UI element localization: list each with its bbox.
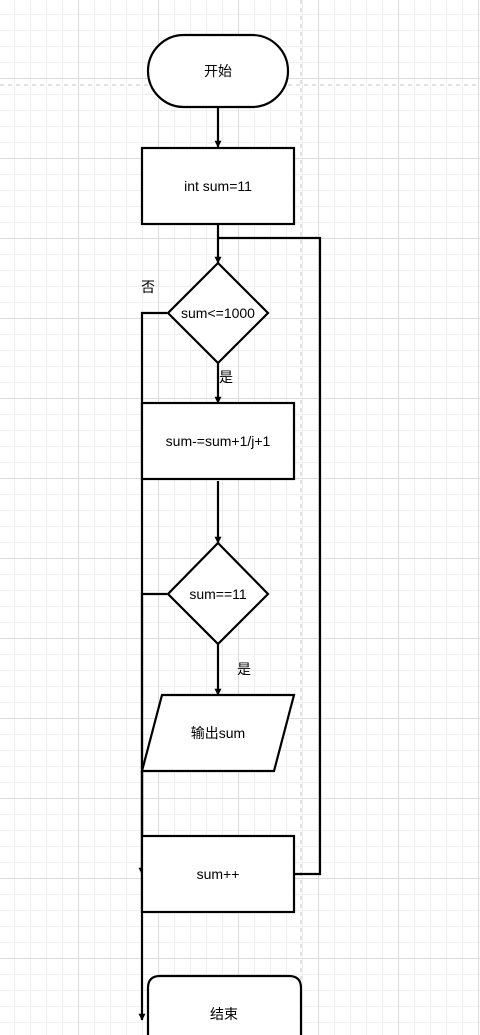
output-io-shape[interactable] (140, 693, 296, 773)
cond1-no-label: 否 (141, 279, 155, 295)
cond1-decision-shape[interactable] (166, 261, 270, 365)
end-terminal-shape[interactable] (146, 974, 303, 1035)
edge-increment-loop-back[interactable] (218, 236, 322, 876)
node-start[interactable]: 开始 (146, 33, 290, 109)
node-output[interactable]: 输出sum (140, 693, 296, 773)
start-label: 开始 (204, 63, 232, 79)
cond2-yes-label: 是 (237, 661, 251, 677)
node-update[interactable]: sum-=sum+1/j+1 (140, 401, 296, 481)
cond1-yes-label: 是 (219, 369, 233, 385)
node-cond1[interactable]: sum<=1000 (166, 261, 270, 365)
init-process-shape[interactable] (140, 146, 296, 226)
edges (138, 107, 322, 1021)
cond1-label: sum<=1000 (181, 305, 255, 321)
node-cond2[interactable]: sum==11 (166, 541, 270, 646)
node-init[interactable]: int sum=11 (140, 146, 296, 226)
node-end[interactable]: 结束 (146, 974, 303, 1035)
end-label: 结束 (210, 1006, 238, 1022)
start-terminal-shape[interactable] (146, 33, 290, 109)
update-process-shape[interactable] (140, 401, 296, 481)
increment-process-shape[interactable] (140, 834, 296, 914)
update-label: sum-=sum+1/j+1 (166, 433, 271, 449)
increment-label: sum++ (197, 866, 240, 882)
output-label: 输出sum (191, 725, 245, 741)
cond2-decision-shape[interactable] (166, 541, 270, 646)
init-label: int sum=11 (184, 178, 252, 194)
node-increment[interactable]: sum++ (140, 834, 296, 914)
cond2-label: sum==11 (189, 586, 247, 602)
